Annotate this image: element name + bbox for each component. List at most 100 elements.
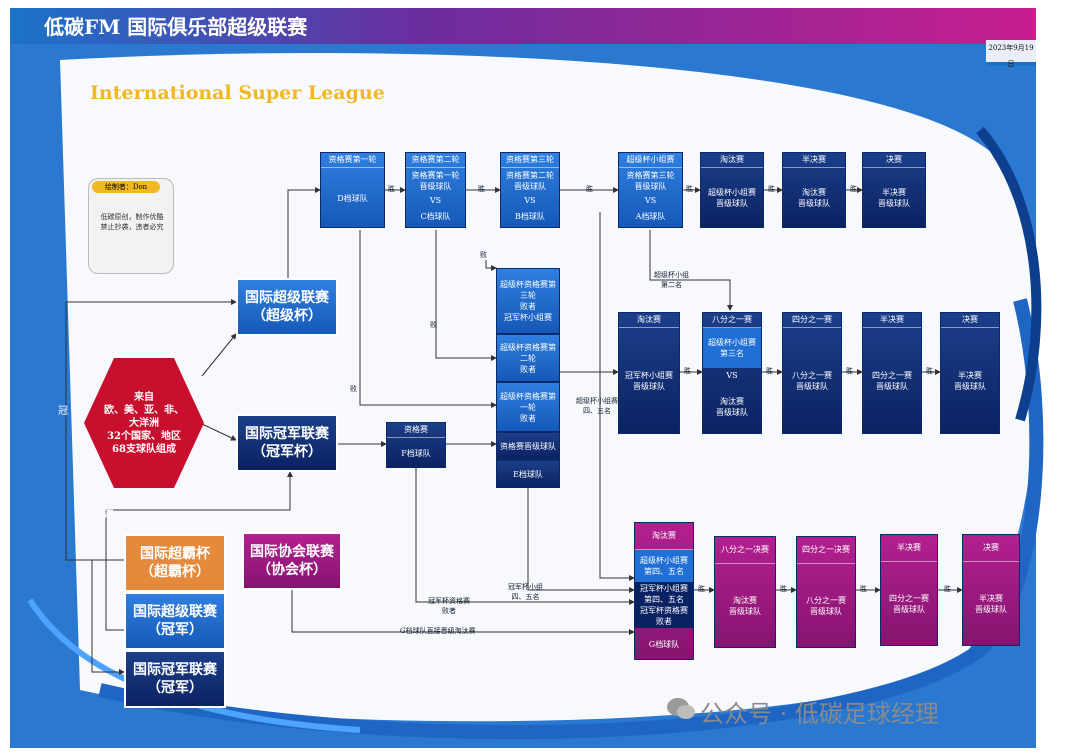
super-final-box: 决赛 半决赛 晋级球队 (862, 152, 926, 228)
win-label: 胜 (684, 367, 691, 375)
champ-ko-box: 淘汰赛 冠军杯小组赛 晋级球队 (618, 312, 680, 434)
assoc-final-header: 决赛 (963, 535, 1019, 562)
e-tier-box: E档球队 (496, 460, 560, 488)
champ-semi-box: 半决赛 四分之一赛 晋级球队 (862, 312, 922, 434)
super-ko-box: 淘汰赛 超级杯小组赛 晋级球队 (700, 152, 764, 228)
win-label: 胜 (766, 367, 773, 375)
assoc-qf-header: 四分之一决赛 (797, 537, 855, 564)
super-final-body: 半决赛 晋级球队 (878, 188, 910, 208)
champ-group-45-label: 冠军杯小组 四、五名 (508, 583, 543, 601)
super-group-box: 超级杯小组赛 资格赛第三轮 晋级球队 VS A档球队 (618, 152, 683, 228)
super-q2-vs: VS (429, 195, 442, 205)
champ-qf-header: 四分之一赛 (783, 313, 841, 328)
champ-qf-box: 四分之一赛 八分之一赛 晋级球队 (782, 312, 842, 434)
win-label: 胜 (850, 185, 857, 193)
win-label: 胜 (944, 585, 951, 593)
page-title: 低碳FM 国际俱乐部超级联赛 (44, 15, 308, 39)
assoc-final-box: 决赛 半决赛 晋级球队 (962, 534, 1020, 646)
loser-box-q1: 超级杯资格赛第 一轮 败者 (496, 382, 560, 432)
date-label: 2023年9月19日 (986, 40, 1036, 68)
win-label: 胜 (768, 185, 775, 193)
champ-qual-body: F档球队 (401, 448, 431, 458)
assoc-ko-header: 淘汰赛 (635, 523, 693, 550)
win-label: 胜 (586, 185, 593, 193)
win-label: 胜 (860, 585, 867, 593)
champ-ko-header: 淘汰赛 (619, 313, 679, 328)
champ-final-box: 决赛 半决赛 晋级球队 (940, 312, 1000, 434)
qualified-teams-box: 资格赛晋级球队 (496, 432, 560, 460)
super-final-header: 决赛 (863, 153, 925, 168)
super-q3-vs: VS (524, 195, 536, 205)
champ-r16-top: 超级杯小组赛 第三名 (703, 328, 761, 368)
crown-label: 冠 (58, 406, 68, 417)
assoc-ko-a: 超级杯小组赛 第四、五名 (635, 550, 693, 582)
champ-r16-vs: VS (726, 370, 738, 380)
assoc-ko-c: G档球队 (648, 639, 680, 649)
assoc-r16-body: 淘汰赛 晋级球队 (729, 596, 761, 616)
win-label: 胜 (388, 185, 395, 193)
super-q3-box: 资格赛第三轮 资格赛第二轮 晋级球队 VS B档球队 (500, 152, 560, 228)
super-q3-header: 资格赛第三轮 (501, 153, 559, 168)
super-q2-top: 资格赛第一轮 晋级球队 (411, 171, 460, 191)
win-label: 胜 (926, 367, 933, 375)
champ-semi-header: 半决赛 (863, 313, 921, 328)
super-group-top: 资格赛第三轮 晋级球队 (626, 171, 675, 191)
assoc-semi-header: 半决赛 (881, 535, 937, 562)
champ-qual-header: 资格赛 (387, 423, 445, 438)
assoc-qf-body: 八分之一赛 晋级球队 (806, 596, 846, 616)
super-ko-header: 淘汰赛 (701, 153, 763, 168)
champ-qual-loser-label: 冠军杯资格赛 败者 (428, 597, 470, 615)
win-label: 胜 (780, 585, 787, 593)
super-group-2nd-label: 超级杯小组 第二名 (654, 271, 689, 289)
super-semi-body: 淘汰赛 晋级球队 (798, 188, 830, 208)
lose-label: 败 (430, 321, 437, 329)
super-semi-box: 半决赛 淘汰赛 晋级球队 (782, 152, 846, 228)
champions-champion-box: 国际冠军联赛 （冠军） (124, 650, 226, 708)
super-semi-header: 半决赛 (783, 153, 845, 168)
super-q2-box: 资格赛第二轮 资格赛第一轮 晋级球队 VS C档球队 (405, 152, 466, 228)
assoc-r16-header: 八分之一决赛 (715, 537, 775, 564)
champ-ko-body: 冠军杯小组赛 晋级球队 (625, 371, 673, 391)
assoc-ko-b: 冠军杯小组赛 第四、五名 冠军杯资格赛 败者 (635, 582, 693, 628)
author-tag: 绘制者：Don (92, 181, 160, 193)
lose-label: 败 (480, 251, 487, 259)
super-q1-header: 资格赛第一轮 (321, 153, 384, 168)
win-label: 胜 (698, 585, 705, 593)
win-label: 胜 (686, 185, 693, 193)
assoc-r16-box: 八分之一决赛 淘汰赛 晋级球队 (714, 536, 776, 648)
super-league-box: 国际超级联赛 （超级杯） (236, 278, 338, 336)
super-group-vs: VS (644, 195, 657, 205)
assoc-semi-box: 半决赛 四分之一赛 晋级球队 (880, 534, 938, 646)
subtitle: International Super League (90, 82, 385, 104)
super-q2-header: 资格赛第二轮 (406, 153, 465, 168)
super-champion-box: 国际超级联赛 （冠军） (124, 592, 226, 650)
super-q3-top: 资格赛第二轮 晋级球队 (506, 171, 554, 191)
assoc-final-body: 半决赛 晋级球队 (975, 594, 1007, 614)
assoc-qf-box: 四分之一决赛 八分之一赛 晋级球队 (796, 536, 856, 648)
champ-final-body: 半决赛 晋级球队 (954, 371, 986, 391)
win-label: 胜 (846, 367, 853, 375)
super-q1-box: 资格赛第一轮 D档球队 (320, 152, 385, 228)
champ-r16-bottom: 淘汰赛 晋级球队 (716, 397, 748, 417)
author-card (88, 178, 174, 274)
super-group-header: 超级杯小组赛 (619, 153, 682, 168)
g-direct-label: G档球队直接晋级淘汰赛 (400, 627, 476, 635)
super-q2-bottom: C档球队 (420, 211, 451, 221)
champ-semi-body: 四分之一赛 晋级球队 (872, 371, 912, 391)
supercup-box: 国际超霸杯 （超霸杯） (124, 534, 226, 592)
assoc-semi-body: 四分之一赛 晋级球队 (889, 594, 929, 614)
champ-r16-box: 八分之一赛 超级杯小组赛 第三名 VS 淘汰赛 晋级球队 (702, 312, 762, 434)
champ-final-header: 决赛 (941, 313, 999, 328)
assoc-ko-box: 淘汰赛 超级杯小组赛 第四、五名 冠军杯小组赛 第四、五名 冠军杯资格赛 败者 … (634, 522, 694, 660)
crown-label: 冠 (104, 510, 114, 521)
association-league-box: 国际协会联赛 （协会杯） (242, 532, 342, 590)
header-bar (10, 8, 1036, 44)
author-note: 低碳原创，制作优酷 禁止抄袭，违者必究 (100, 213, 164, 231)
super-ko-body: 超级杯小组赛 晋级球队 (708, 188, 756, 208)
champ-qf-body: 八分之一赛 晋级球队 (792, 371, 832, 391)
super-group-45-label: 超级杯小组赛 四、五名 (576, 397, 618, 415)
lose-label: 败 (350, 385, 357, 393)
champions-league-box: 国际冠军联赛 （冠军杯） (236, 414, 338, 472)
loser-box-q3: 超级杯资格赛第 三轮 败者 冠军杯小组赛 (496, 268, 560, 334)
